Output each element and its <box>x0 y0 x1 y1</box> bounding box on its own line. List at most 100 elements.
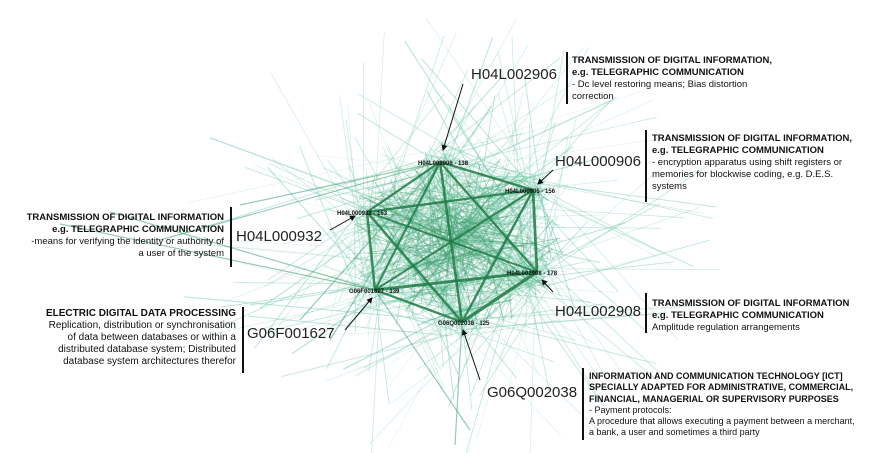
mesh-edge <box>446 238 538 245</box>
mesh-edge <box>373 242 452 253</box>
annotation-title: TRANSMISSION OF DIGITAL INFORMATION e.g.… <box>652 298 850 321</box>
background-edge <box>525 285 633 315</box>
mesh-edge <box>389 232 465 290</box>
mesh-edge <box>457 239 517 263</box>
mesh-edge <box>456 231 523 293</box>
background-edge <box>535 280 658 381</box>
background-edge <box>437 119 490 165</box>
code-label-h04l000932: H04L000932 <box>236 228 322 245</box>
divider-h04l000932 <box>230 207 232 267</box>
background-edge <box>369 239 564 277</box>
mesh-edge <box>454 225 482 252</box>
background-edge <box>426 154 540 177</box>
mesh-edge <box>435 229 446 277</box>
divider-h04l002908 <box>645 293 647 333</box>
mesh-edge <box>360 243 446 277</box>
background-edge <box>296 200 355 220</box>
background-edge <box>371 251 470 311</box>
background-edge <box>431 270 532 330</box>
mesh-edge <box>399 185 455 196</box>
background-edge <box>388 298 427 303</box>
core-edge <box>461 270 538 324</box>
background-edge <box>500 197 543 265</box>
background-edge <box>457 283 469 337</box>
background-edge <box>347 301 457 332</box>
mesh-edge <box>407 238 453 244</box>
background-edge <box>425 17 538 183</box>
divider-g06q002038 <box>582 368 584 440</box>
mesh-edge <box>547 247 554 261</box>
mesh-edge <box>469 225 526 281</box>
background-edge <box>380 225 661 229</box>
mesh-edge <box>382 160 500 256</box>
background-edge <box>439 170 604 407</box>
background-edge <box>447 127 524 318</box>
mesh-edge <box>446 149 481 238</box>
mesh-edge <box>391 204 447 297</box>
background-edge <box>159 161 441 241</box>
background-edge <box>531 177 546 213</box>
background-edge <box>435 157 529 181</box>
background-edge <box>369 201 435 291</box>
background-edge <box>393 249 526 260</box>
background-edge <box>535 252 670 283</box>
annotation-desc: Amplitude regulation arrangements <box>652 322 800 333</box>
background-edge <box>259 174 454 309</box>
divider-h04l002906 <box>566 52 568 104</box>
background-edge <box>511 36 523 272</box>
background-edge <box>370 222 439 366</box>
mesh-edge <box>404 238 443 272</box>
code-label-h04l002908: H04L002908 <box>555 303 641 320</box>
mesh-edge <box>432 164 483 254</box>
annotation-title: TRANSMISSION OF DIGITAL INFORMATION, e.g… <box>652 133 853 156</box>
background-edge <box>413 148 430 181</box>
background-edge <box>544 265 632 385</box>
mesh-edge <box>453 182 518 239</box>
background-edge <box>244 166 360 210</box>
background-edge <box>463 202 543 282</box>
mesh-edge <box>432 244 499 266</box>
background-edge <box>523 268 720 270</box>
mesh-edge <box>428 159 485 295</box>
pointer-arrow-g06q002038 <box>461 329 481 381</box>
background-edge <box>470 192 546 396</box>
background-edge <box>379 199 459 375</box>
mesh-edge <box>436 235 472 263</box>
mesh-edge <box>527 248 553 268</box>
background-edge <box>538 49 565 199</box>
mesh-edge <box>481 227 526 270</box>
mesh-edge <box>392 247 480 284</box>
mesh-edge <box>450 244 535 254</box>
mesh-edge <box>407 227 491 292</box>
background-edge <box>435 116 657 169</box>
background-edge <box>448 168 538 373</box>
mesh-edge <box>387 191 397 243</box>
mesh-edge <box>439 195 468 252</box>
background-edge <box>448 36 494 158</box>
mesh-edge <box>457 227 546 241</box>
mesh-edge <box>482 191 502 289</box>
background-edge <box>481 176 542 198</box>
mesh-edge <box>453 244 460 248</box>
core-edge <box>460 189 535 323</box>
background-edge <box>256 289 375 332</box>
annotation-desc: Replication, distribution or synchronisa… <box>48 320 236 367</box>
background-edge <box>506 272 538 398</box>
background-edge <box>358 207 560 226</box>
background-edge <box>355 93 446 203</box>
pointer-arrow-h04l000932 <box>329 215 356 231</box>
background-edge <box>455 303 605 323</box>
mesh-edge <box>366 223 523 242</box>
background-edge <box>355 98 615 220</box>
mesh-edge <box>399 191 436 247</box>
background-edge <box>437 150 645 330</box>
mesh-edge <box>442 246 467 250</box>
background-edge <box>340 192 531 332</box>
background-edge <box>529 267 537 453</box>
mesh-edge <box>358 166 401 280</box>
background-edge <box>482 278 549 282</box>
background-edge <box>343 224 372 237</box>
mesh-edge <box>413 241 529 290</box>
background-edge <box>445 152 603 403</box>
